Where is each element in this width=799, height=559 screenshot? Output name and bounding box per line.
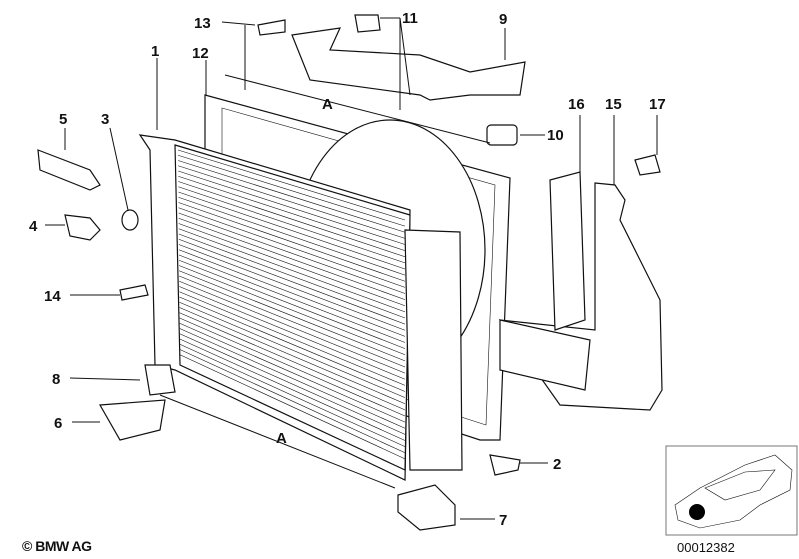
- radiator-fin: [178, 233, 406, 319]
- radiator-fin: [178, 265, 406, 356]
- radiator-fin: [178, 249, 406, 337]
- rubber-bushing: [144, 364, 176, 396]
- radiator-fin: [178, 175, 406, 251]
- rubber-mount: [486, 124, 518, 146]
- radiator-fin: [178, 170, 406, 245]
- upper-bracket: [291, 27, 526, 101]
- radiator-fin: [179, 322, 406, 423]
- location-marker: [689, 504, 705, 520]
- callout-16: 16: [568, 96, 585, 113]
- radiator-fin: [179, 328, 406, 429]
- radiator-fin: [178, 191, 406, 270]
- copyright: © BMW AG: [22, 538, 92, 554]
- radiator: [138, 134, 463, 481]
- radiator-fin: [179, 286, 406, 380]
- callout-15: 15: [605, 96, 622, 113]
- expansion-rivet: [257, 19, 286, 36]
- radiator-fin: [178, 217, 406, 300]
- reference-number: 00012382: [677, 540, 735, 555]
- lower-mount: [99, 399, 166, 441]
- callout-3: 3: [101, 111, 109, 128]
- callout-9: 9: [499, 11, 507, 28]
- radiator-fin: [179, 338, 406, 441]
- callout-17: 17: [649, 96, 666, 113]
- callout-7: 7: [499, 512, 507, 529]
- radiator-fin: [178, 196, 406, 276]
- dimension-a-top: A: [322, 96, 333, 113]
- callout-5: 5: [59, 111, 67, 128]
- radiator-fin: [179, 275, 406, 368]
- callout-6: 6: [54, 415, 62, 432]
- radiator-fin: [179, 270, 406, 362]
- radiator-fin: [178, 207, 406, 288]
- bolt: [489, 454, 521, 476]
- radiator-fin: [179, 343, 406, 447]
- radiator-fin: [179, 317, 406, 417]
- radiator-fin: [177, 154, 406, 227]
- callout-10: 10: [547, 127, 564, 144]
- callout-8: 8: [52, 371, 60, 388]
- radiator-fin: [178, 238, 406, 325]
- radiator-fin: [179, 296, 406, 392]
- callout-13: 13: [194, 15, 211, 32]
- radiator-fin: [178, 254, 406, 343]
- radiator-fin: [179, 307, 406, 405]
- radiator-fin: [179, 291, 406, 386]
- radiator-fin: [177, 149, 406, 221]
- radiator-fin: [178, 244, 406, 331]
- side-bracket: [498, 182, 663, 411]
- radiator-fin: [178, 165, 406, 239]
- rivet: [119, 284, 149, 301]
- callout-11: 11: [402, 10, 418, 27]
- seal-ring: [121, 209, 139, 231]
- radiator-fin: [178, 228, 406, 313]
- radiator-fin: [178, 223, 406, 307]
- radiator-fin: [178, 259, 406, 349]
- seal-strip: [549, 171, 586, 331]
- dimension-a-bottom: A: [276, 430, 287, 447]
- radiator-fin: [179, 280, 406, 374]
- callout-12: 12: [192, 45, 209, 62]
- plug: [64, 214, 101, 241]
- radiator-fin: [178, 181, 406, 258]
- callout-1: 1: [151, 43, 159, 60]
- radiator-fin: [178, 202, 406, 282]
- leader-lines: [45, 17, 658, 520]
- callout-4: 4: [29, 218, 38, 235]
- callout-2: 2: [553, 456, 561, 473]
- radiator-fin: [179, 349, 406, 454]
- expansion-rivet-17: [634, 154, 661, 176]
- radiator-fin: [178, 212, 406, 294]
- temperature-switch: [37, 149, 101, 191]
- radiator-fin: [179, 312, 406, 411]
- bottom-mount: [397, 484, 456, 531]
- radiator-fin: [179, 354, 406, 460]
- radiator-fin: [179, 333, 406, 435]
- radiator-fin: [178, 186, 406, 264]
- callout-14: 14: [44, 288, 61, 305]
- radiator-fin: [178, 160, 406, 233]
- vehicle-locator-thumbnail: [665, 445, 798, 536]
- radiator-fin: [179, 301, 406, 398]
- screw: [354, 14, 381, 33]
